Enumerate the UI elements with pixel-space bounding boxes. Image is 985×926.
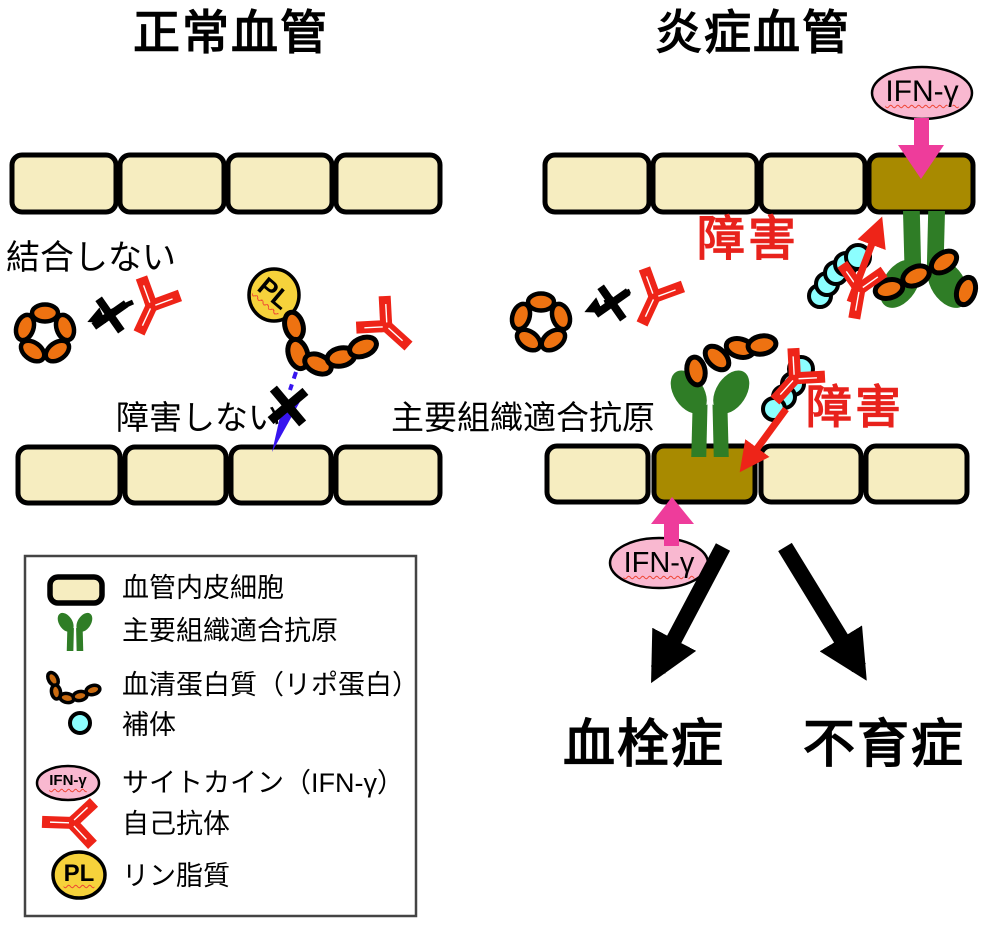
endothelial-cell: [542, 152, 652, 215]
phospholipid-icon: [51, 850, 107, 900]
endothelial-cell: [758, 443, 864, 505]
label-no-damage: 障害しない: [116, 399, 281, 436]
inflamed-vessel-title: 炎症血管: [655, 6, 851, 59]
autoantibody: [629, 274, 677, 326]
endothelial-row-inflamed-bottom: [544, 443, 970, 505]
legend-cytokine-icon-text: IFN-γ: [49, 772, 87, 789]
label-thrombosis: 血栓症: [562, 716, 725, 774]
label-ifn-gamma-bottom: IFN-γ: [623, 547, 695, 579]
ifn-arrow-down: [898, 118, 944, 179]
autoantibody: [126, 283, 174, 335]
phospholipid: [247, 267, 301, 323]
mhc-antigen-icon: [54, 610, 96, 651]
legend-label-serum-protein: 血清蛋白質（リポ蛋白）: [122, 670, 419, 700]
endothelial-row-normal-top: [9, 152, 443, 215]
damage-arrow: [739, 406, 789, 473]
label-ifn-gamma-top: IFN-γ: [885, 75, 959, 108]
legend-label-phospholipid: リン脂質: [122, 861, 230, 891]
ifn-arrow-up: [651, 497, 694, 546]
endothelial-cell: [544, 443, 651, 505]
cytokine-icon: [35, 764, 101, 802]
endothelial-cell-icon: [47, 574, 105, 606]
label-no-binding: 結合しない: [6, 239, 176, 277]
endothelial-cell: [863, 443, 970, 505]
endothelial-cell: [333, 152, 443, 215]
legend-label-endothelial-cell: 血管内皮細胞: [122, 573, 284, 603]
endothelial-cell: [15, 444, 123, 506]
label-damage-top: 障害: [697, 213, 800, 266]
endothelial-row-normal-bottom: [15, 444, 443, 506]
endothelial-cell: [122, 444, 229, 506]
endothelial-cell: [650, 152, 760, 215]
normal-vessel-title: 正常血管: [133, 6, 329, 59]
legend-label-autoantibody: 自己抗体: [122, 809, 230, 839]
endothelial-row-inflamed-top: [542, 152, 976, 215]
damage-arrow: [846, 216, 886, 304]
complement-icon: [68, 711, 92, 735]
label-infertility: 不育症: [802, 716, 965, 774]
endothelial-cell: [228, 444, 334, 506]
legend-box: [23, 554, 418, 918]
label-damage-bottom: 障害: [806, 381, 904, 433]
legend-phospholipid-icon-text: PL: [63, 860, 95, 887]
endothelial-cell: [117, 152, 227, 215]
serum-protein-chain: [684, 333, 779, 388]
endothelial-cell: [225, 152, 335, 215]
autoantibody-icon: [47, 805, 89, 840]
label-mhc-antigen: 主要組織適合抗原: [391, 399, 655, 436]
no-damage-dashed-segment: [288, 371, 298, 391]
legend-label-cytokine: サイトカイン（IFN-γ）: [122, 768, 404, 798]
liposome-ring: [13, 305, 77, 366]
endothelial-cell: [333, 444, 443, 506]
x-mark: [596, 287, 628, 319]
legend-label-mhc-antigen: 主要組織適合抗原: [122, 616, 338, 646]
liposome-ring: [509, 294, 573, 355]
serum-protein-icon: [46, 670, 102, 705]
endothelial-cell: [758, 152, 868, 215]
mhc-antigen: [663, 363, 757, 457]
serum-protein-chain: [282, 309, 379, 377]
outcome-arrow-thrombosis: [650, 543, 731, 684]
serum-protein-chain: [872, 248, 979, 308]
legend-label-complement: 補体: [122, 710, 176, 740]
outcome-arrow-infertility: [778, 542, 867, 681]
endothelial-cell: [9, 152, 119, 215]
